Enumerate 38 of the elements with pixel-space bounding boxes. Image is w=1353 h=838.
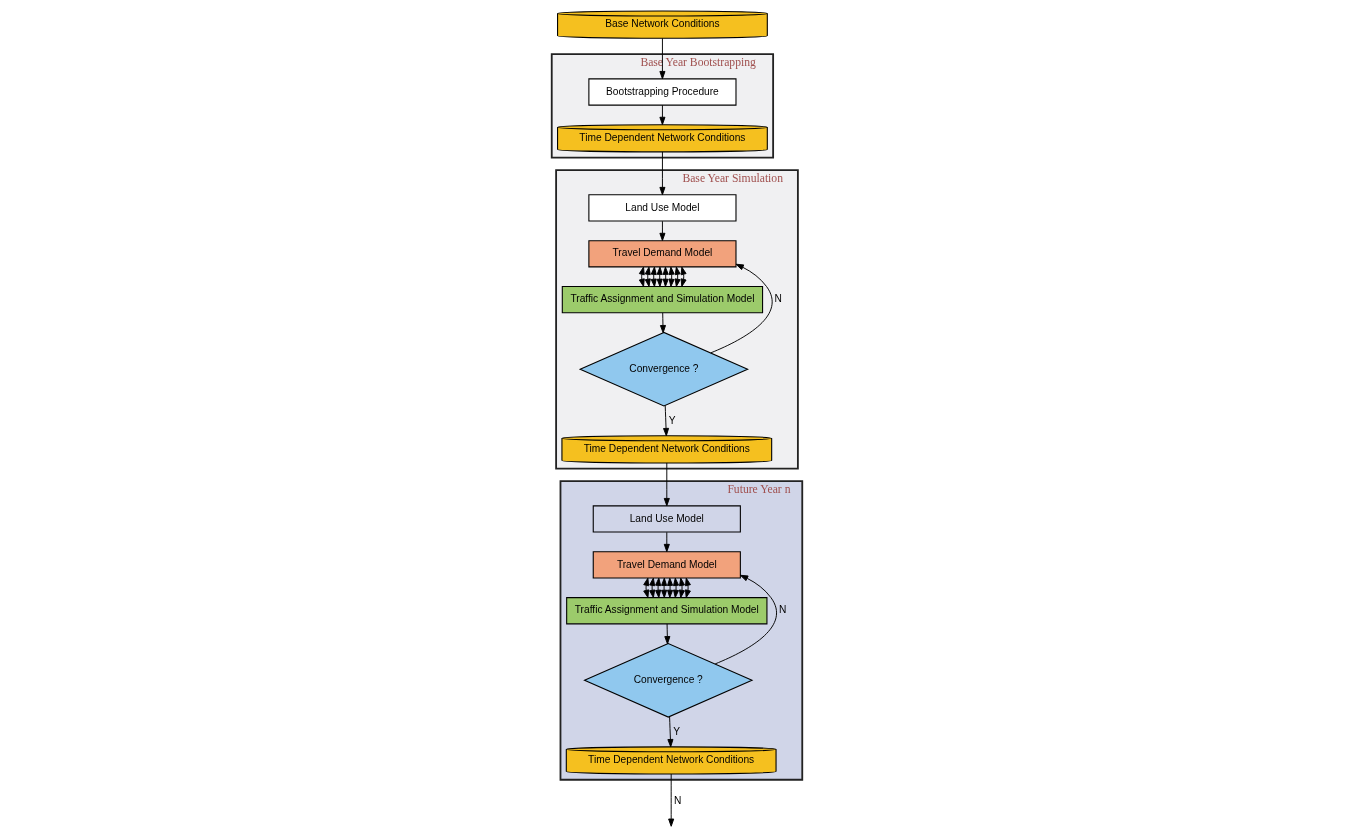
arrow xyxy=(678,577,685,598)
edge-label: N xyxy=(778,604,786,616)
node-box: Travel Demand Model xyxy=(587,240,737,268)
arrow xyxy=(656,266,663,287)
node-diamond: Convergence ? xyxy=(578,331,749,407)
arrow xyxy=(672,577,679,598)
arrow xyxy=(662,405,669,437)
node-box: Land Use Model xyxy=(592,505,741,533)
arrow xyxy=(650,266,657,287)
edge-label: N xyxy=(673,794,681,806)
arrow xyxy=(658,37,665,80)
arrow xyxy=(667,773,674,827)
arrow xyxy=(658,220,665,242)
arrow xyxy=(668,266,675,287)
arrow xyxy=(709,263,773,354)
arrow xyxy=(663,462,670,507)
edge-label: Y xyxy=(672,725,680,737)
arrow xyxy=(663,623,670,645)
arrow xyxy=(684,577,691,598)
arrow xyxy=(663,531,670,553)
node-diamond: Convergence ? xyxy=(582,642,753,718)
arrow xyxy=(648,577,655,598)
arrow xyxy=(659,312,666,334)
edge-label: Y xyxy=(668,414,676,426)
edge-label: N xyxy=(774,293,782,305)
node-box: Bootstrapping Procedure xyxy=(587,78,737,106)
arrow xyxy=(666,577,673,598)
node-box: Traffic Assignment and Simulation Model xyxy=(561,286,763,314)
arrow xyxy=(714,574,777,665)
arrow xyxy=(658,104,665,125)
arrow xyxy=(658,151,665,196)
arrow xyxy=(642,577,649,598)
arrow xyxy=(660,577,667,598)
node-box: Travel Demand Model xyxy=(592,551,741,579)
node-box: Traffic Assignment and Simulation Model xyxy=(565,597,767,625)
node-box: Land Use Model xyxy=(587,194,737,222)
arrow xyxy=(654,577,661,598)
arrow xyxy=(666,716,673,748)
